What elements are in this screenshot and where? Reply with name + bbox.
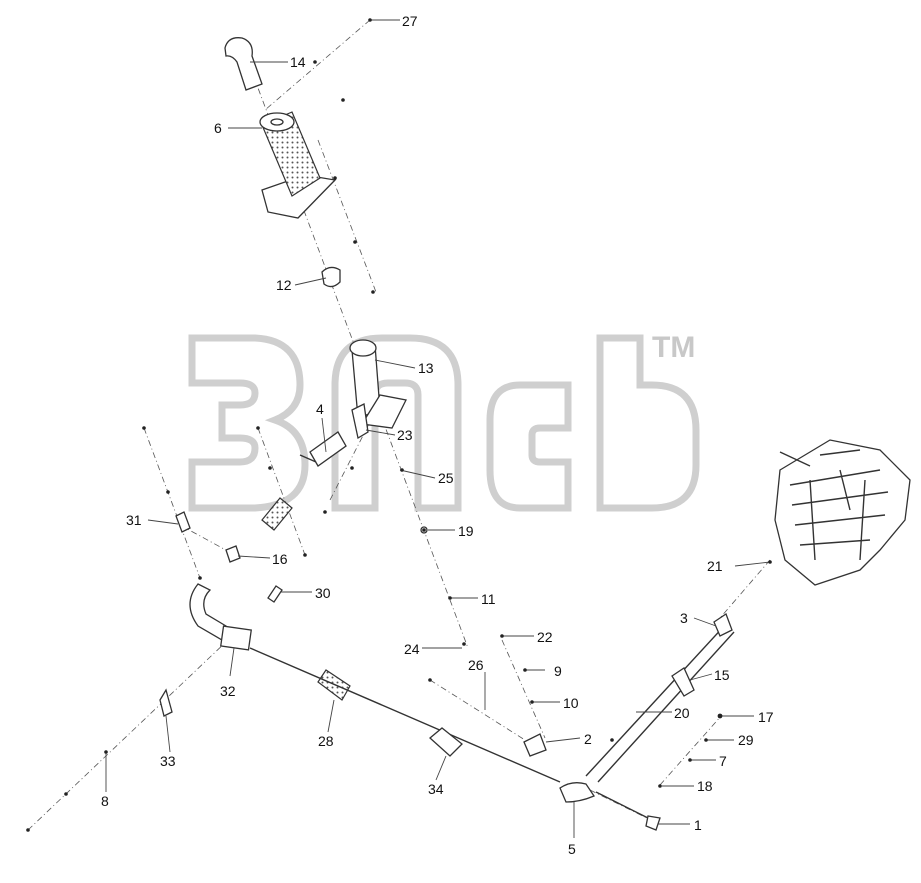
elbow-pipe-32: [189, 583, 227, 641]
callout-19: 19: [458, 523, 474, 539]
pipe-piece-30: [267, 585, 283, 603]
engine: [774, 439, 911, 586]
callout-6: 6: [214, 120, 222, 136]
leader-lines: [105, 19, 771, 838]
callout-3: 3: [680, 610, 688, 626]
elbow-pipe-14: [224, 37, 263, 91]
exhaust-pipe-20: [585, 623, 727, 777]
callout-2: 2: [584, 731, 592, 747]
callout-15: 15: [714, 667, 730, 683]
muffler-guard-6: [259, 111, 337, 219]
callout-33: 33: [160, 753, 176, 769]
callout-13: 13: [418, 360, 434, 376]
clamp-31: [175, 511, 191, 533]
clamp-3: [713, 613, 733, 637]
callout-25: 25: [438, 470, 454, 486]
sleeve-34: [429, 727, 463, 757]
callout-9: 9: [554, 663, 562, 679]
callout-22: 22: [537, 629, 553, 645]
axis-dots: [26, 18, 772, 832]
callout-10: 10: [563, 695, 579, 711]
callout-12: 12: [276, 277, 292, 293]
callout-8: 8: [101, 793, 109, 809]
tail-tip-1: [645, 815, 661, 831]
callout-27: 27: [402, 13, 418, 29]
callout-21: 21: [707, 558, 723, 574]
trademark-label: TM: [652, 331, 695, 364]
callout-24: 24: [404, 641, 420, 657]
callout-29: 29: [738, 732, 754, 748]
callout-20: 20: [674, 705, 690, 721]
callout-5: 5: [568, 841, 576, 857]
flex-connector-4: [309, 431, 347, 467]
callout-14: 14: [290, 54, 306, 70]
exhaust-pipe-long: [249, 647, 561, 783]
callout-28: 28: [318, 733, 334, 749]
muffler-13: [349, 339, 407, 429]
bracket-33: [159, 688, 173, 717]
callout-34: 34: [428, 781, 444, 797]
callout-labels: 27 14 6 12 13 4 23 25 19 31 16 30 11 32 …: [101, 13, 774, 857]
elbow-pipe-5: [559, 782, 595, 803]
flex-hose-upper: [261, 497, 293, 531]
callout-11: 11: [481, 591, 496, 607]
callout-17: 17: [758, 709, 774, 725]
callout-26: 26: [468, 657, 484, 673]
callout-18: 18: [697, 778, 713, 794]
callout-32: 32: [220, 683, 236, 699]
clamp-16: [225, 545, 241, 563]
callout-1: 1: [694, 817, 702, 833]
callout-23: 23: [397, 427, 413, 443]
callout-4: 4: [316, 401, 324, 417]
clamp-2: [523, 733, 547, 757]
sleeve-32: [220, 625, 252, 651]
tail-pipe-1: [595, 791, 653, 821]
assembly-axes: [27, 19, 771, 831]
callout-30: 30: [315, 585, 331, 601]
callout-31: 31: [126, 512, 142, 528]
bracket-23: [351, 403, 369, 440]
clamp-15: [671, 667, 695, 697]
clamp-12: [321, 266, 341, 288]
callout-16: 16: [272, 551, 288, 567]
callout-7: 7: [719, 753, 727, 769]
